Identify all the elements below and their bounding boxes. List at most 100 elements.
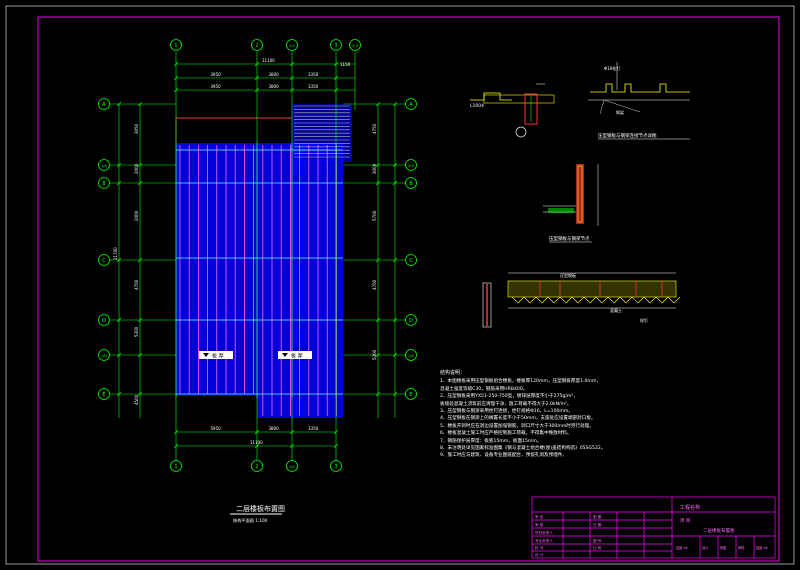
dim-left-seg: 2000 [134, 210, 139, 221]
notes-title: 结构说明： [440, 370, 466, 376]
note-item: 2、压型钢板采用YX51-250-750型，镀锌层厚度不小于275g/m²， [440, 394, 578, 400]
detail-4-rib [541, 296, 549, 304]
notes-list: 1、本图楼板采用压型钢板组合楼板，楼板厚120mm，压型钢板厚度1.0mm， 混… [440, 378, 770, 459]
dim-top-seg: 3350 [308, 72, 319, 77]
axis-bubble-left-6-label: E [102, 392, 105, 398]
dim-tick [173, 61, 179, 67]
dim-tick [289, 429, 295, 435]
axis-bubble-right-5-circle [405, 349, 417, 361]
tb-project: 项 目 [680, 518, 690, 524]
detail-4-rib [529, 296, 537, 304]
dim-right-seg: 5300 [372, 349, 377, 360]
dim-tick [254, 87, 260, 93]
detail-4-rib [535, 296, 543, 304]
detail-4-rib [655, 296, 663, 304]
dim-tick [375, 162, 381, 168]
tb-mid-label: 比 例 [593, 545, 602, 550]
dim-tick [116, 180, 122, 186]
axis-bubble-left-1-circle [98, 159, 110, 171]
dim-right-seg: 3000 [372, 163, 377, 174]
dim-bottom-seg: 3800 [269, 426, 280, 431]
axis-bubble-top-0-label: 1 [174, 43, 177, 49]
axis-bubble-top-3-label: 3 [334, 43, 337, 49]
axis-bubble-right-1-label: 1/A [408, 164, 414, 168]
dim-right-seg: 4750 [372, 123, 377, 134]
axis-bubble-right-4-label: D [409, 318, 413, 324]
note-item: 9、施工时应与建筑、设备专业图纸配合，预留孔洞及预埋件。 [440, 453, 567, 459]
axis-bubble-left-0-circle [98, 98, 110, 110]
dim-tick [173, 429, 179, 435]
tb-left-label: 审 核 [535, 522, 544, 527]
tb-bottom-cell: 审核 [738, 545, 745, 550]
axis-bubble-bottom-3-label: 3 [334, 464, 337, 470]
dim-tick [375, 101, 381, 107]
dim-tick [173, 443, 179, 449]
detail-4: 压型钢板 混凝土 栓钉 [482, 272, 681, 328]
axis-bubble-left-2-circle [98, 177, 110, 189]
axis-bubble-top-2-circle [286, 39, 298, 51]
dim-tick [375, 257, 381, 263]
axis-bubble-top-3-circle [330, 39, 342, 51]
tb-drawing-no: 结施-08 [676, 545, 688, 550]
axis-bubble-right-0-circle [405, 98, 417, 110]
tb-left-label: 设 计 [535, 552, 544, 557]
dim-bottom-total: 11100 [250, 440, 263, 445]
dim-tick [254, 75, 260, 81]
detail-4-rib [565, 296, 573, 304]
axis-bubble-top-4-label: 1/3 [352, 44, 358, 48]
tb-mid-label: 日 期 [593, 522, 602, 527]
detail-4-rib [601, 296, 609, 304]
detail-4-rib [649, 296, 657, 304]
axis-bubble-right-3-label: C [409, 258, 413, 264]
dim-tick [173, 87, 179, 93]
detail-4-label-2: 混凝土 [610, 307, 622, 313]
axis-bubble-bottom-2-label: 1/2 [289, 465, 295, 469]
dim-tick [392, 257, 398, 263]
dim-tick [137, 101, 143, 107]
tb-left-label: 审 定 [535, 514, 544, 519]
dim-tick [254, 443, 260, 449]
dim-tick [116, 162, 122, 168]
note-item: 板缝处混凝土浇筑前应清理干净，施工荷载不得大于2.0kN/m²。 [440, 401, 572, 407]
dim-left-seg: 3050 [134, 123, 139, 134]
axis-bubble-right-1-circle [405, 159, 417, 171]
axis-bubble-bottom-1-label: 2 [255, 464, 258, 470]
dim-tick [392, 180, 398, 186]
axis-bubble-top-1-circle [251, 39, 263, 51]
detail-4-rib [511, 296, 519, 304]
dim-tick [333, 443, 339, 449]
axis-bubble-right-6-circle [405, 388, 417, 400]
dim-tick [254, 61, 260, 67]
dim-tick [254, 429, 260, 435]
dim-tick [137, 317, 143, 323]
dim-tick [137, 352, 143, 358]
axis-bubble-left-6-circle [98, 388, 110, 400]
detail-4-rib [637, 296, 645, 304]
dim-tick [392, 352, 398, 358]
axis-grid [110, 52, 410, 460]
tb-drawing-name: 二层楼板布置图 [703, 527, 735, 534]
dim-tick [392, 317, 398, 323]
detail-4-rib [661, 296, 669, 304]
dim-tick [392, 101, 398, 107]
note-item: 6、楼板混凝土施工时应严格控制施工荷载，不得集中堆放材料。 [440, 431, 572, 437]
dim-tick [392, 391, 398, 397]
axis-bubble-left-4-label: D [102, 318, 106, 324]
dim-tick [333, 429, 339, 435]
plan-scale: 结构平面图 1:100 [233, 517, 268, 524]
axis-bubble-bottom-0-label: 1 [174, 464, 177, 470]
note-item: 混凝土强度等级C30，钢筋采用HRB400。 [440, 386, 528, 392]
dim-tick [333, 75, 339, 81]
tb-company: 工程名称 [680, 504, 700, 511]
dim-tick [375, 391, 381, 397]
dim-top-seg: 3800 [269, 72, 280, 77]
slab-tag-text-left: 板 厚 [212, 353, 224, 360]
axis-bubble-left-1-label: 1/A [101, 164, 107, 168]
tb-left-label: 项目负责人 [535, 530, 553, 535]
slab-ribs [179, 145, 337, 416]
dim-tick [137, 180, 143, 186]
dim-left-seg: 2000 [134, 163, 139, 174]
axis-bubble-right-2-label: B [409, 181, 413, 187]
dim-tick [137, 391, 143, 397]
